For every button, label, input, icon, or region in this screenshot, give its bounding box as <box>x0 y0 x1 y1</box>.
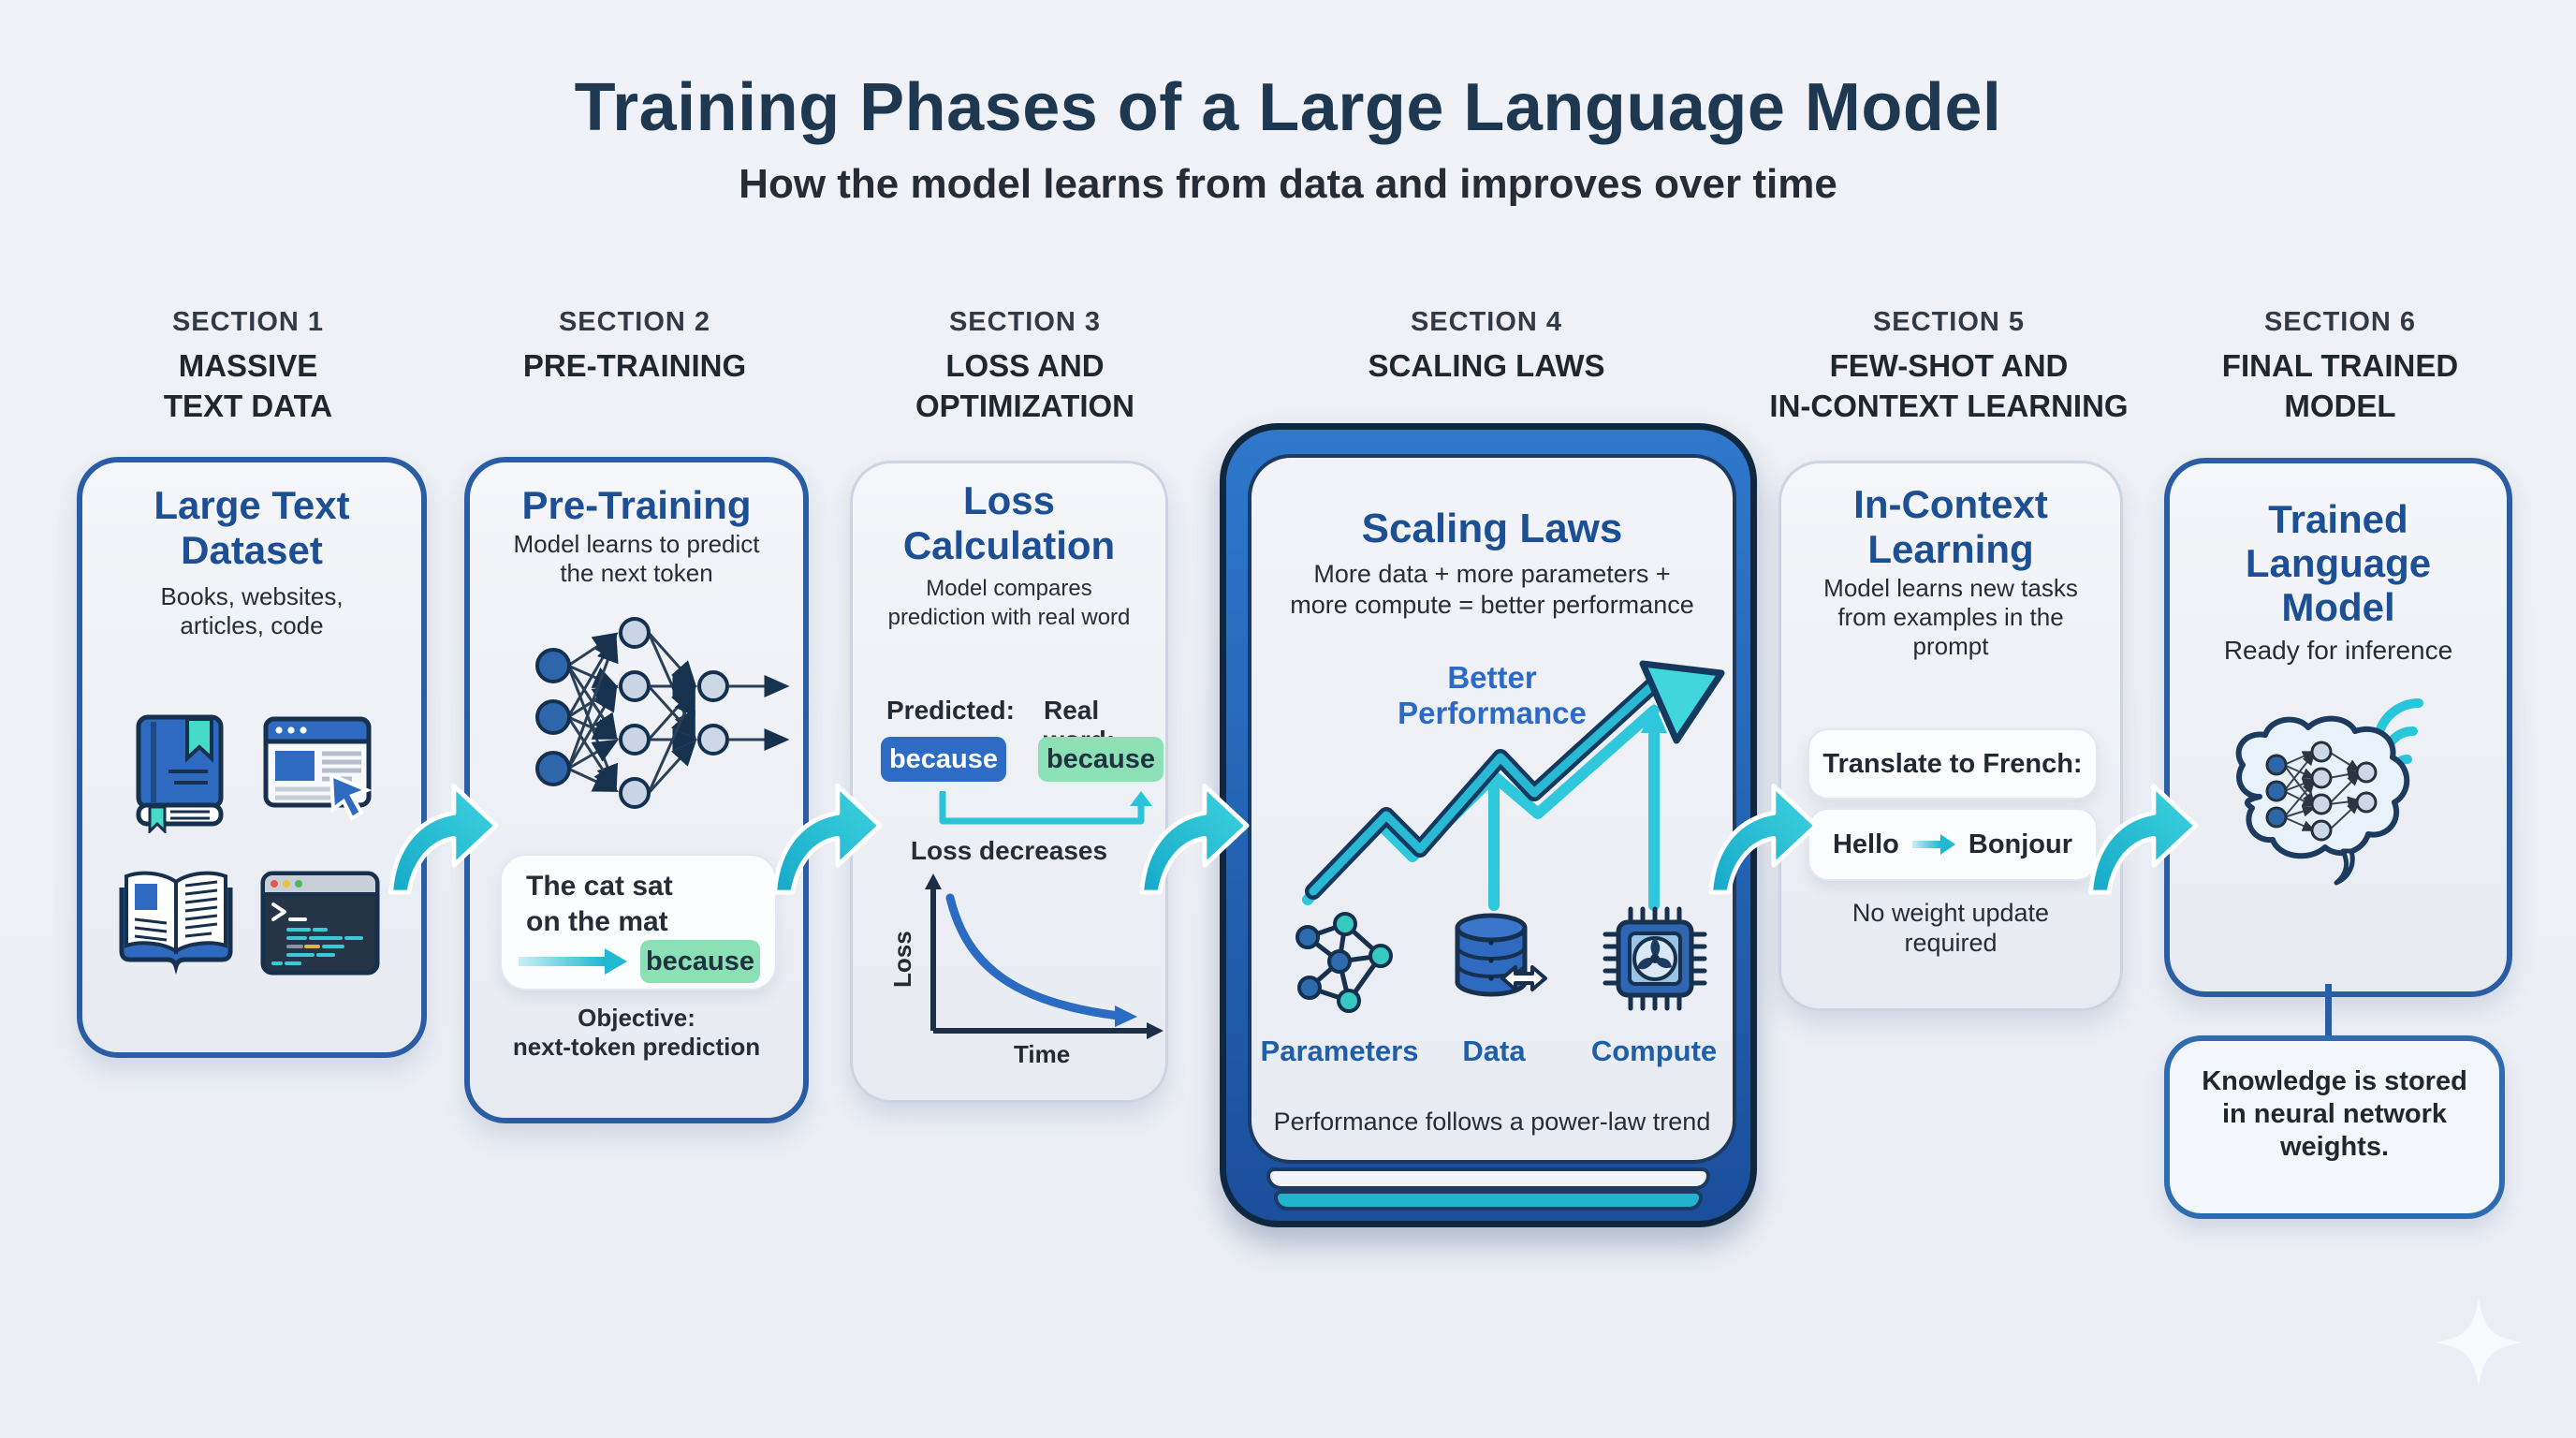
card-large-text-dataset: Large Text Dataset Books, websites, arti… <box>77 457 427 1058</box>
section-kicker: SECTION 5 <box>1872 307 2026 337</box>
data-icon <box>1455 913 1547 997</box>
loss-over-time-chart: Loss Time <box>892 873 1164 1068</box>
stacked-card-layer-teal <box>1274 1190 1703 1211</box>
prompt-box: Translate to French: <box>1808 728 2098 800</box>
prompt-label: Translate to French: <box>1822 748 2083 779</box>
website-icon <box>263 716 373 821</box>
growth-zigzag-arrow <box>1302 660 1725 911</box>
card-title: Large Text Dataset <box>154 483 350 572</box>
chart-xlabel: Time <box>1014 1040 1070 1068</box>
flow-arrow-icon-5 <box>2088 784 2199 895</box>
comparison-bracket-arrow <box>939 791 1152 825</box>
section-kicker: SECTION 4 <box>1410 307 1563 337</box>
knowledge-note: Knowledge is stored in neural network we… <box>2202 1066 2467 1162</box>
card-subtitle: Model learns to predict the next token <box>513 530 760 587</box>
card-scaling-laws: Scaling Laws More data + more parameters… <box>1248 454 1736 1164</box>
open-book-icon <box>119 871 233 976</box>
predicted-value-chip: because <box>881 737 1006 782</box>
section-header-1: SECTION 1 MASSIVE TEXT DATA <box>33 307 463 426</box>
flow-arrow-icon-3 <box>1139 784 1250 895</box>
section-kicker: SECTION 2 <box>558 307 711 337</box>
connector-line <box>2325 984 2332 1037</box>
page-title: Training Phases of a Large Language Mode… <box>574 70 2002 145</box>
card-subtitle: Ready for inference <box>2223 636 2453 665</box>
section-name: SCALING LAWS <box>1368 348 1605 383</box>
predicted-token-chip: because <box>640 940 760 983</box>
flow-arrow-icon-1 <box>388 784 499 895</box>
card-title: Loss Calculation <box>902 478 1116 567</box>
card-trained-model: Trained Language Model Ready for inferen… <box>2164 458 2512 997</box>
right-arrow-icon <box>519 948 627 975</box>
card-subtitle: Books, websites, articles, code <box>160 582 344 639</box>
loss-decreases-note: Loss decreases <box>910 836 1108 865</box>
card-title: Trained Language Model <box>2245 497 2432 629</box>
flow-arrow-icon-4 <box>1708 784 1819 895</box>
factor-label-parameters: Parameters <box>1260 1034 1419 1067</box>
right-arrow-icon <box>1911 834 1955 855</box>
better-performance-annotation: Better Performance <box>1398 660 1587 730</box>
card-subtitle: Model compares prediction with real word <box>887 576 1131 630</box>
compute-icon <box>1603 906 1707 1011</box>
section-kicker: SECTION 3 <box>948 307 1102 337</box>
section-header-3: SECTION 3 LOSS AND OPTIMIZATION <box>810 307 1240 426</box>
no-weight-update-note: No weight update required <box>1852 899 2050 957</box>
chart-ylabel: Loss <box>892 931 916 988</box>
factor-label-data: Data <box>1462 1034 1526 1067</box>
card-title: Pre-Training <box>521 483 752 527</box>
card-pre-training: Pre-Training Model learns to predict the… <box>464 457 809 1123</box>
card-title: Scaling Laws <box>1361 506 1623 551</box>
objective-note: Objective: next-token prediction <box>512 1004 761 1061</box>
example-box: The cat sat on the mat because <box>500 854 777 990</box>
brain-network-icon <box>2235 698 2423 886</box>
parameters-icon <box>1295 912 1393 1013</box>
section-header-5: SECTION 5 FEW-SHOT AND IN-CONTEXT LEARNI… <box>1734 307 2164 426</box>
power-law-footnote: Performance follows a power-law trend <box>1273 1108 1711 1136</box>
factor-label-compute: Compute <box>1590 1034 1718 1067</box>
sparkle-icon <box>2434 1298 2524 1387</box>
section-name: FINAL TRAINED MODEL <box>2221 348 2459 423</box>
card-loss-calculation: Loss Calculation Model compares predicti… <box>850 461 1168 1103</box>
section-name: PRE-TRAINING <box>522 348 747 383</box>
card-subtitle: More data + more parameters + more compu… <box>1290 560 1694 619</box>
knowledge-note-box: Knowledge is stored in neural network we… <box>2164 1035 2505 1219</box>
flow-arrow-icon-2 <box>772 784 883 895</box>
example-output: Bonjour <box>1968 829 2073 859</box>
example-box: Hello Bonjour <box>1808 808 2098 881</box>
section-name: MASSIVE TEXT DATA <box>163 348 333 423</box>
card-title: In-Context Learning <box>1853 482 2048 571</box>
card-in-context-learning: In-Context Learning Model learns new tas… <box>1778 461 2123 1011</box>
section-kicker: SECTION 1 <box>171 307 325 337</box>
section-header-4: SECTION 4 SCALING LAWS <box>1271 307 1702 386</box>
section-header-2: SECTION 2 PRE-TRAINING <box>419 307 850 386</box>
real-value-chip: because <box>1038 737 1164 782</box>
card-scaling-laws-frame: Scaling Laws More data + more parameters… <box>1220 423 1757 1227</box>
stacked-card-layer-white <box>1266 1167 1710 1190</box>
neural-network-diagram <box>535 617 790 809</box>
example-input: Hello <box>1832 829 1899 859</box>
section-name: FEW-SHOT AND IN-CONTEXT LEARNING <box>1769 348 2129 423</box>
section-name: LOSS AND OPTIMIZATION <box>915 348 1135 423</box>
example-sentence: The cat sat on the mat <box>526 871 673 937</box>
code-terminal-icon <box>260 871 380 976</box>
section-kicker: SECTION 6 <box>2263 307 2417 337</box>
card-subtitle: Model learns new tasks from examples in … <box>1823 574 2078 660</box>
book-icon <box>136 714 224 833</box>
section-header-6: SECTION 6 FINAL TRAINED MODEL <box>2125 307 2555 426</box>
predicted-label: Predicted: <box>886 696 1015 725</box>
page-subtitle: How the model learns from data and impro… <box>739 161 1837 207</box>
